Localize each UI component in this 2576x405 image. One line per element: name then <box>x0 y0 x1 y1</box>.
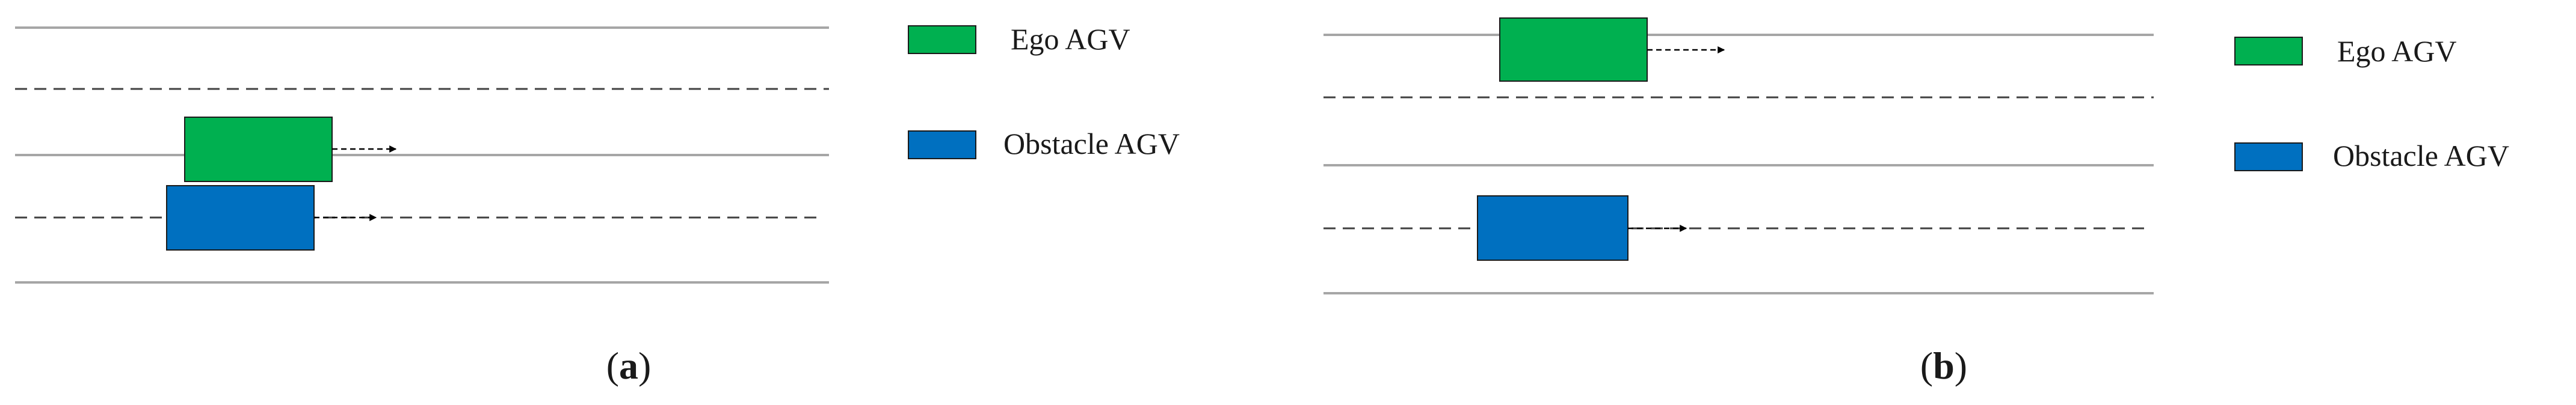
panel-b-lanes <box>1323 34 2154 294</box>
obstacle-agv <box>1477 195 1628 261</box>
panel-a-lanes <box>15 26 829 284</box>
legend-obstacle-label: Obstacle AGV <box>2333 139 2509 172</box>
legend-obstacle-swatch <box>2234 142 2303 171</box>
legend-ego-label: Ego AGV <box>1011 22 1130 56</box>
panel-b: Ego AGV Obstacle AGV (b) <box>1323 17 2509 387</box>
legend-obstacle-swatch <box>908 130 976 159</box>
legend-obstacle-label: Obstacle AGV <box>1003 127 1180 160</box>
ego-agv <box>184 117 333 182</box>
panel-a: Ego AGV Obstacle AGV (a) <box>15 22 1180 387</box>
legend-ego-swatch <box>908 25 976 54</box>
panel-a-legend: Ego AGV Obstacle AGV <box>908 22 1180 160</box>
panel-b-caption: (b) <box>1920 344 1967 387</box>
legend-ego-swatch <box>2234 37 2303 65</box>
obstacle-agv <box>166 185 315 251</box>
ego-agv <box>1499 17 1648 82</box>
legend-ego-label: Ego AGV <box>2337 34 2457 68</box>
panel-a-caption: (a) <box>606 344 652 387</box>
panel-b-legend: Ego AGV Obstacle AGV <box>2234 34 2509 172</box>
